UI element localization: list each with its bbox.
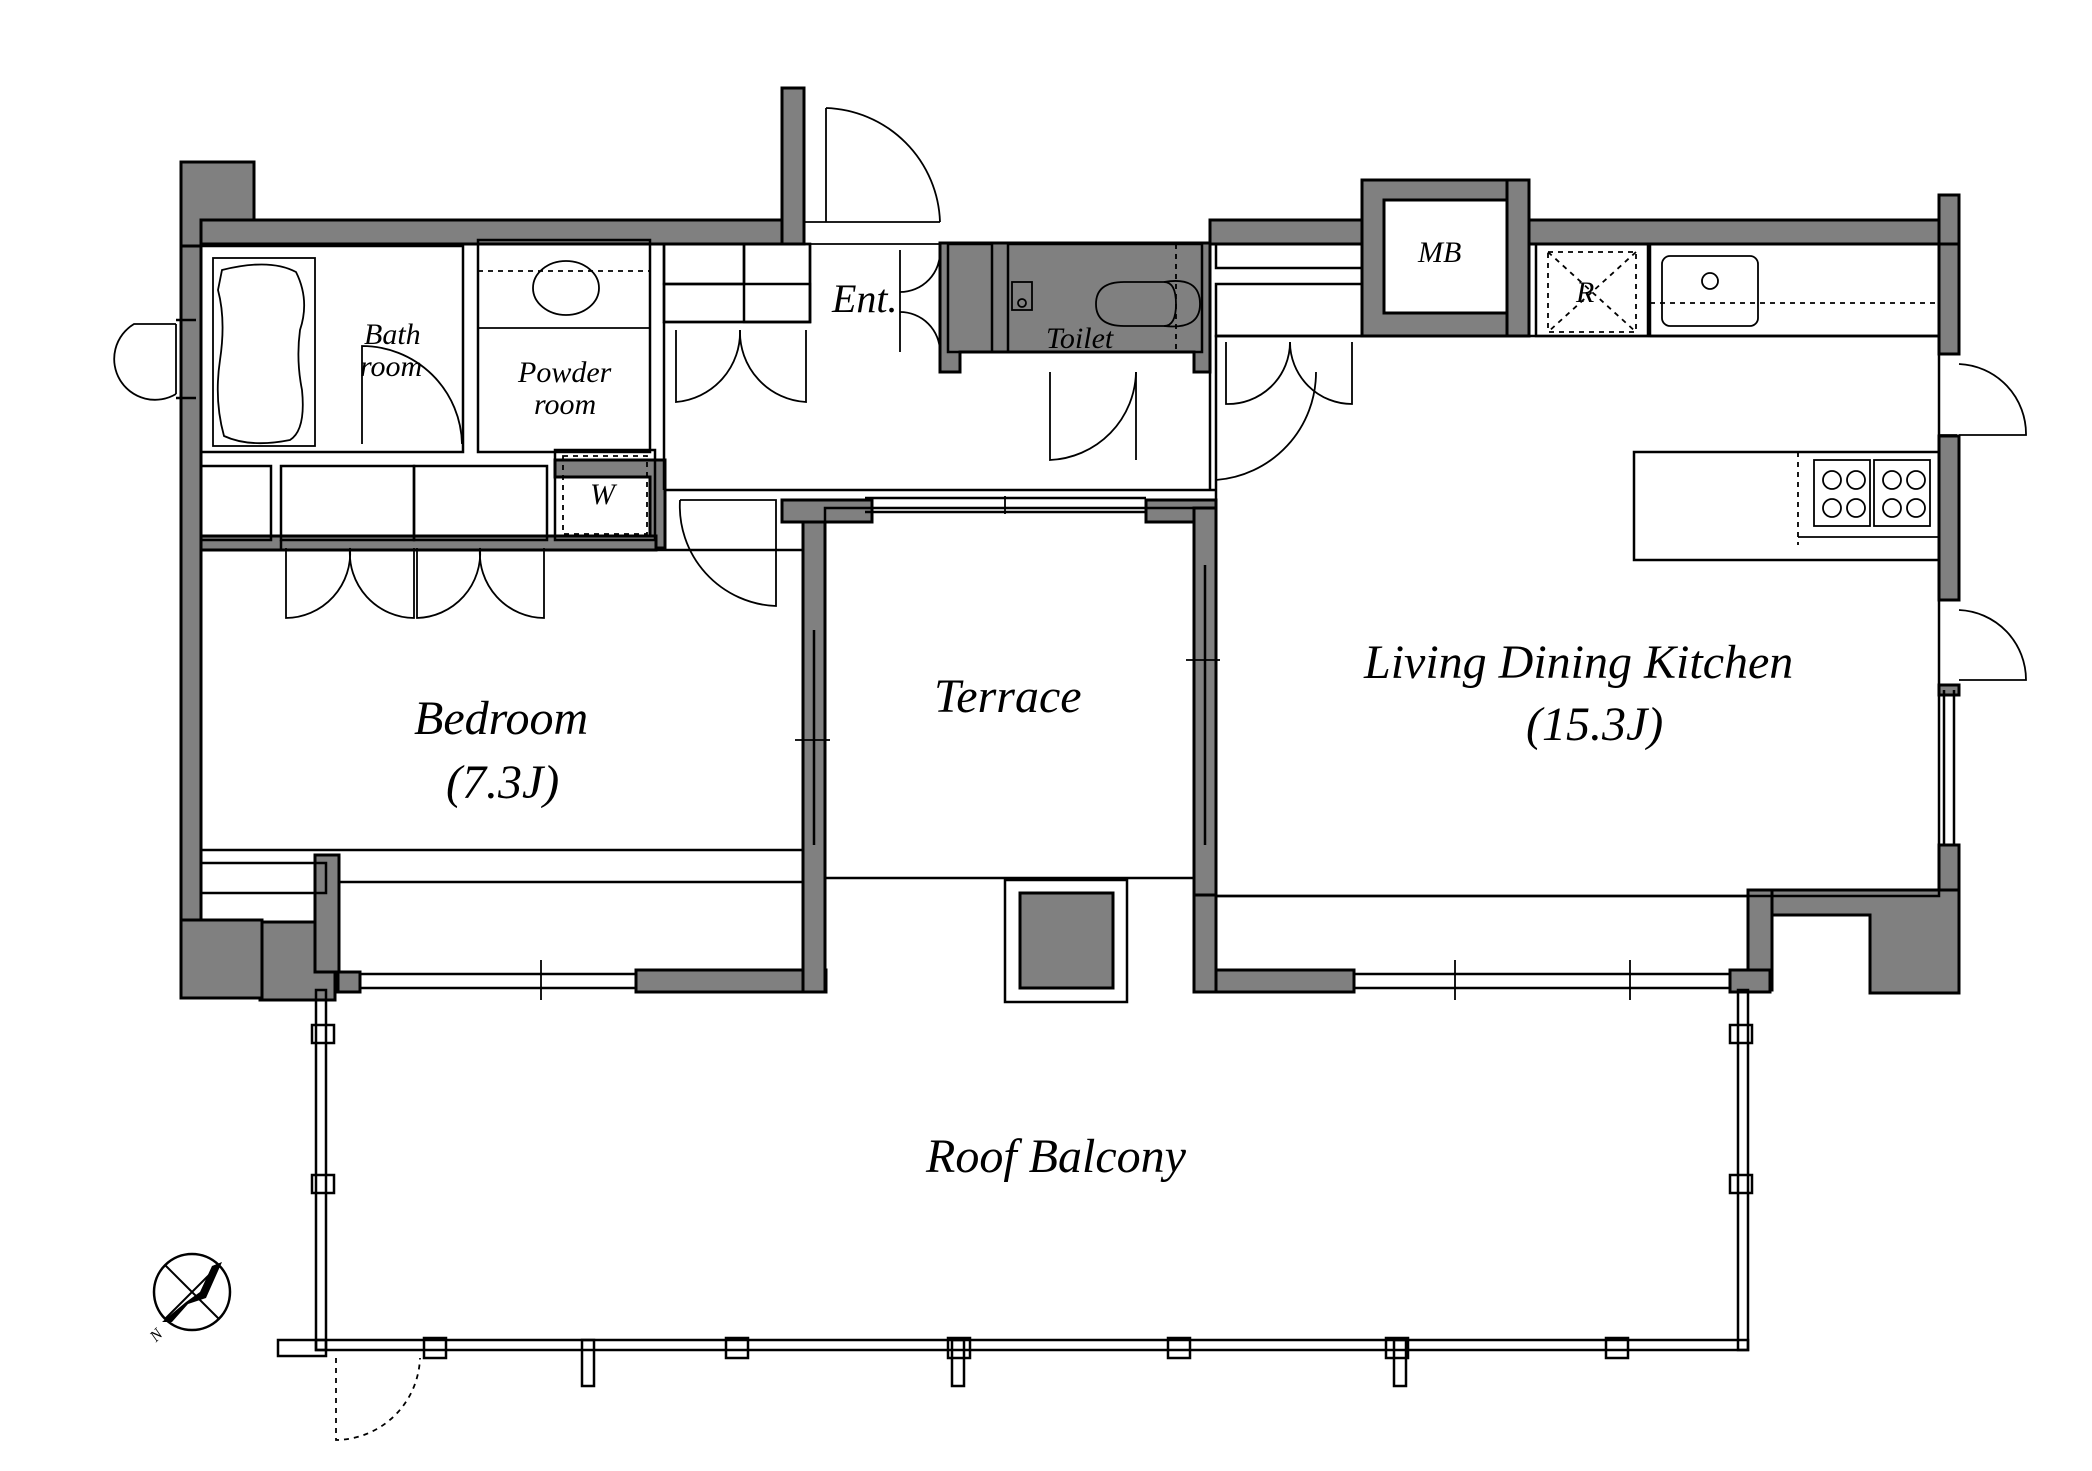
- entrance-label: Ent.: [831, 276, 898, 321]
- room-labels: Bedroom (7.3J) Terrace Living Dining Kit…: [360, 236, 1793, 1183]
- interior-lines: [113, 107, 2027, 1000]
- exterior-walls: [179, 86, 1961, 1004]
- refrigerator-label: R: [1575, 276, 1594, 309]
- terrace-label: Terrace: [934, 670, 1082, 723]
- bath-label-line1: Bath: [364, 318, 421, 351]
- washer-label: W: [590, 478, 618, 511]
- roof-balcony-label: Roof Balcony: [925, 1130, 1187, 1183]
- bedroom-size-label: (7.3J): [446, 756, 559, 809]
- ldk-label: Living Dining Kitchen: [1363, 636, 1793, 689]
- roof-balcony-railing: [276, 988, 1754, 1441]
- north-label: N: [146, 1325, 167, 1346]
- north-compass-icon: N: [146, 1252, 232, 1346]
- meter-box-label: MB: [1417, 236, 1461, 269]
- ldk-size-label: (15.3J): [1526, 698, 1663, 751]
- bedroom-label: Bedroom: [414, 692, 588, 745]
- bath-label-line2: room: [360, 350, 422, 383]
- powder-label-line1: Powder: [517, 356, 612, 389]
- toilet-label: Toilet: [1046, 322, 1114, 355]
- powder-label-line2: room: [534, 388, 596, 421]
